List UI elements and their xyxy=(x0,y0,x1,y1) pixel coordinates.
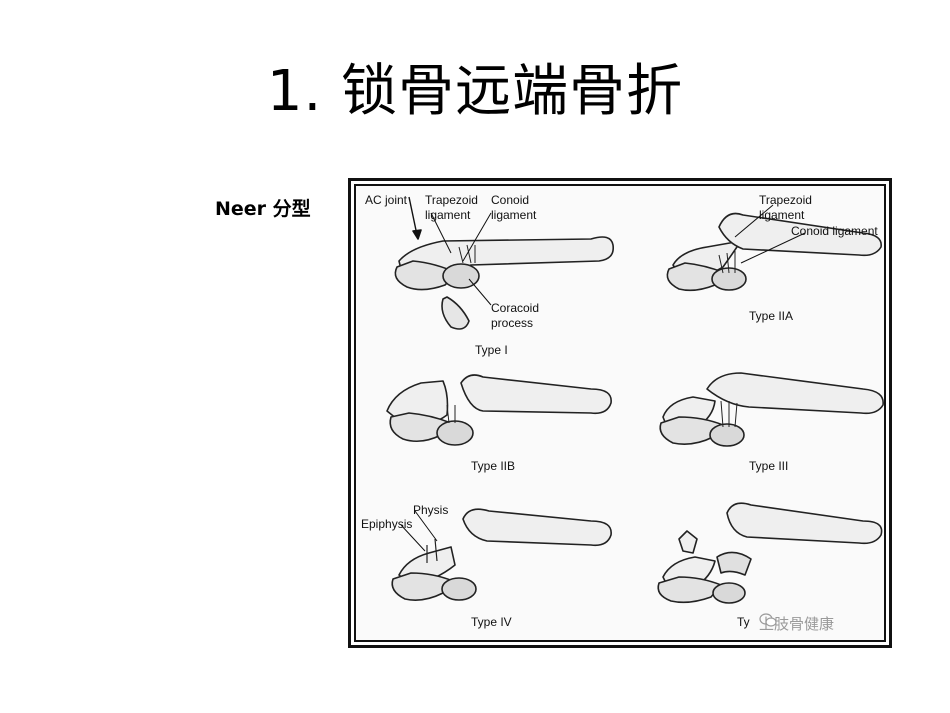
classification-subtitle: Neer 分型 xyxy=(215,198,311,220)
trapezoid-label-iia: Trapezoid xyxy=(759,193,812,207)
panel-title-type-i: Type I xyxy=(475,343,508,357)
coracoid-process-label: process xyxy=(491,316,534,330)
type-iia-illustration xyxy=(666,204,882,292)
ac-joint-label: AC joint xyxy=(365,193,408,207)
type-iib-illustration xyxy=(386,374,612,446)
watermark-text: 上肢骨健康 xyxy=(759,615,835,633)
watermark: 上肢骨健康 xyxy=(759,613,834,634)
physis-label: Physis xyxy=(413,503,449,517)
conoid-ligament-label-iia: Conoid ligament xyxy=(791,224,878,238)
type-v-illustration xyxy=(657,502,883,604)
figure-illustrations xyxy=(386,196,884,604)
coracoid-label: Coracoid xyxy=(491,301,540,315)
panel-title-type-iib: Type IIB xyxy=(471,459,516,473)
trapezoid-ligament-label-iia: ligament xyxy=(759,208,805,222)
slide-title: 1. 锁骨远端骨折 xyxy=(266,59,684,124)
type-i-illustration xyxy=(394,196,615,330)
wechat-icon xyxy=(759,613,777,627)
type-iv-illustration xyxy=(391,508,612,601)
epiphysis-label: Epiphysis xyxy=(361,517,413,531)
trapezoid-ligament-label: ligament xyxy=(425,208,471,222)
type-iii-illustration xyxy=(659,372,884,447)
neer-classification-figure: AC joint Trapezoid ligament Conoid ligam… xyxy=(348,178,892,648)
panel-title-type-iii: Type III xyxy=(749,459,789,473)
trapezoid-label: Trapezoid xyxy=(425,193,478,207)
conoid-label: Conoid xyxy=(491,193,530,207)
panel-title-type-iv: Type IV xyxy=(471,615,512,629)
panel-title-type-iia: Type IIA xyxy=(749,309,794,323)
conoid-ligament-label: ligament xyxy=(491,208,537,222)
panel-title-type-v: Ty xyxy=(737,615,750,629)
